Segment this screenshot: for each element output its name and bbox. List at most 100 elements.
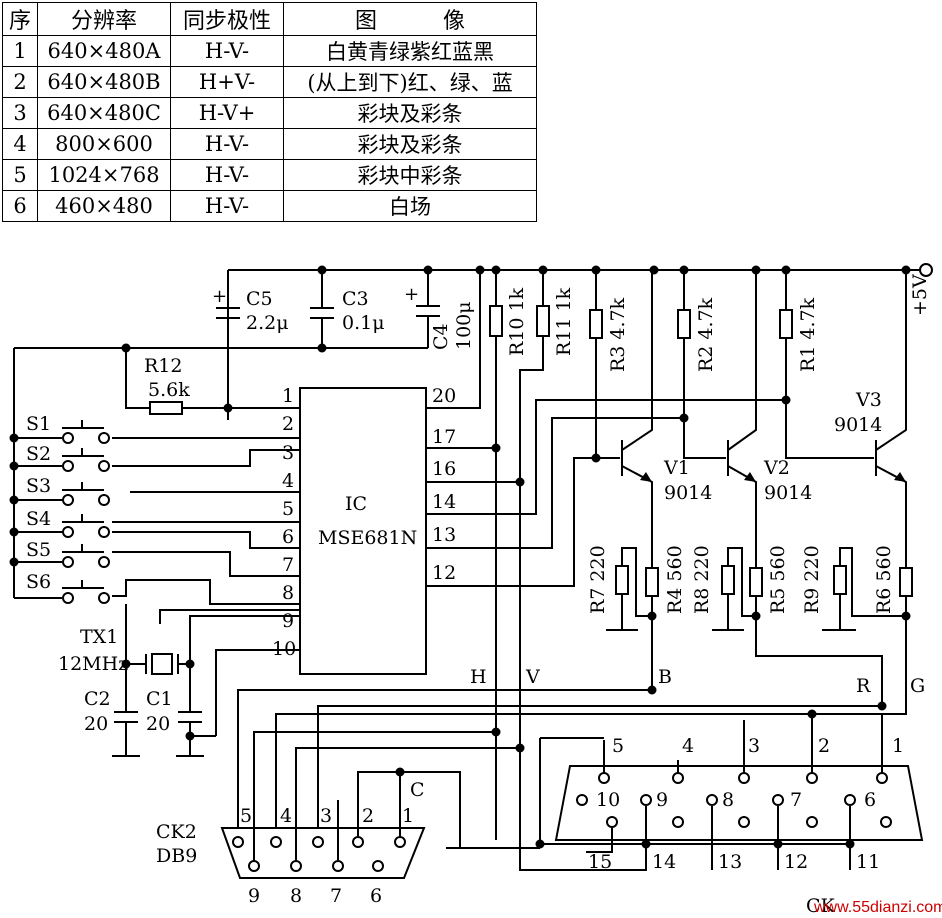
vga-pin-13: 13 <box>718 851 742 873</box>
db9-pin-3: 3 <box>320 805 332 827</box>
c5-name: C5 <box>246 288 273 310</box>
switch-s1-label: S1 <box>26 413 51 435</box>
vga-pin-15: 15 <box>588 851 612 873</box>
v1-part: 9014 <box>664 482 712 504</box>
transistor-v2 <box>727 270 757 568</box>
c1-name: C1 <box>146 688 173 710</box>
r12-value: 5.6k <box>148 379 190 401</box>
vga-pin-1: 1 <box>892 735 904 757</box>
c4-name: C4 <box>430 323 452 350</box>
resistor-r2 <box>677 270 726 459</box>
cell: H-V- <box>170 190 285 222</box>
capacitor-c4 <box>416 270 440 348</box>
ck2-name: CK2 <box>156 821 197 843</box>
vga-pin-5: 5 <box>612 735 624 757</box>
table-header-row: 序 分辨率 同步极性 图 像 <box>1 2 538 36</box>
r12-name: R12 <box>144 355 182 377</box>
header-index: 序 <box>1 2 39 36</box>
cell: H-V- <box>170 159 285 191</box>
pin-1: 1 <box>282 385 294 407</box>
vga-pin-4: 4 <box>682 735 694 757</box>
db9-pin-4: 4 <box>280 805 292 827</box>
r2-label: R2 4.7k <box>695 297 717 372</box>
db9-pin-labels: 5 4 3 2 1 9 8 7 6 <box>240 805 414 907</box>
db9-pin-7: 7 <box>330 885 342 907</box>
db9-pin-6: 6 <box>370 885 382 907</box>
r8-label: R8 220 <box>691 545 713 614</box>
pin12-wire <box>426 457 596 587</box>
pin-13: 13 <box>432 524 456 546</box>
v2-part: 9014 <box>764 482 812 504</box>
r4-label: R4 560 <box>664 545 686 614</box>
capacitor-c3 <box>306 270 338 349</box>
cell: 2 <box>1 66 39 98</box>
cell: 640×480B <box>37 66 172 98</box>
r5-label: R5 560 <box>767 545 789 614</box>
vga-pin-8: 8 <box>722 789 734 811</box>
crystal-name: TX1 <box>80 626 118 648</box>
r6-label: R6 560 <box>873 545 895 614</box>
switch-bank <box>9 433 19 598</box>
signal-g: G <box>910 675 925 697</box>
vga-pin-labels: 5 4 3 2 1 10 9 8 7 6 15 14 13 12 11 <box>588 735 904 873</box>
cell: 1024×768 <box>37 159 172 191</box>
db9-pin-1: 1 <box>402 805 414 827</box>
cell: (从上到下)红、绿、蓝 <box>283 66 538 98</box>
vga-pin-10: 10 <box>596 789 620 811</box>
cell: H-V- <box>170 35 285 67</box>
switch-s4-label: S4 <box>26 508 51 530</box>
cell: 3 <box>1 97 39 129</box>
cell: 彩块及彩条 <box>283 97 538 129</box>
db9-label-c: C <box>410 779 425 801</box>
db9-pin-8: 8 <box>290 885 302 907</box>
switch-labels: S1 S2 S3 S4 S5 S6 <box>26 413 51 593</box>
resistor-r4 <box>645 567 659 690</box>
switch-s1 <box>14 420 110 444</box>
capacitor-c1 <box>176 711 204 757</box>
resistor-r8-pot <box>712 547 756 631</box>
signal-h: H <box>470 666 487 688</box>
ic-body <box>299 387 427 675</box>
vga-pin-3: 3 <box>748 735 760 757</box>
connector-wires <box>237 448 883 866</box>
ic-name: IC <box>345 493 367 515</box>
resistor-r7-pot <box>606 547 652 631</box>
r10-label: R10 1k <box>506 287 528 356</box>
r3-label: R3 4.7k <box>607 297 629 372</box>
v3-part: 9014 <box>834 414 882 436</box>
pin-7: 7 <box>282 554 294 576</box>
ck2-type: DB9 <box>156 845 197 867</box>
switch-s3 <box>14 482 110 506</box>
resistor-r1 <box>779 270 874 459</box>
vga-pin-6: 6 <box>864 789 876 811</box>
pin-2: 2 <box>282 413 294 435</box>
switch-s6 <box>14 580 110 604</box>
cell: 800×600 <box>37 128 172 160</box>
pin-12: 12 <box>432 562 456 584</box>
pin14-wire <box>426 399 786 515</box>
cell: 640×480A <box>37 35 172 67</box>
db9-pin-2: 2 <box>362 805 374 827</box>
pin13-wire <box>426 417 684 549</box>
c5-plus: + <box>212 286 227 307</box>
db9-pin-9: 9 <box>248 885 260 907</box>
v2-name: V2 <box>763 457 790 479</box>
resistor-r12 <box>125 348 300 415</box>
watermark: www.55dianzi.com <box>813 899 942 916</box>
c4-value: 100μ <box>453 301 475 350</box>
c2-value: 20 <box>84 713 108 735</box>
pin-16: 16 <box>432 458 456 480</box>
transistor-v3 <box>875 270 907 568</box>
pin20-wire <box>426 270 481 409</box>
signal-b: B <box>658 666 672 688</box>
switch-s2 <box>14 448 110 472</box>
c2-name: C2 <box>84 688 111 710</box>
pin-9: 9 <box>282 610 294 632</box>
cell: 彩块及彩条 <box>283 128 538 160</box>
header-resolution: 分辨率 <box>37 2 172 36</box>
